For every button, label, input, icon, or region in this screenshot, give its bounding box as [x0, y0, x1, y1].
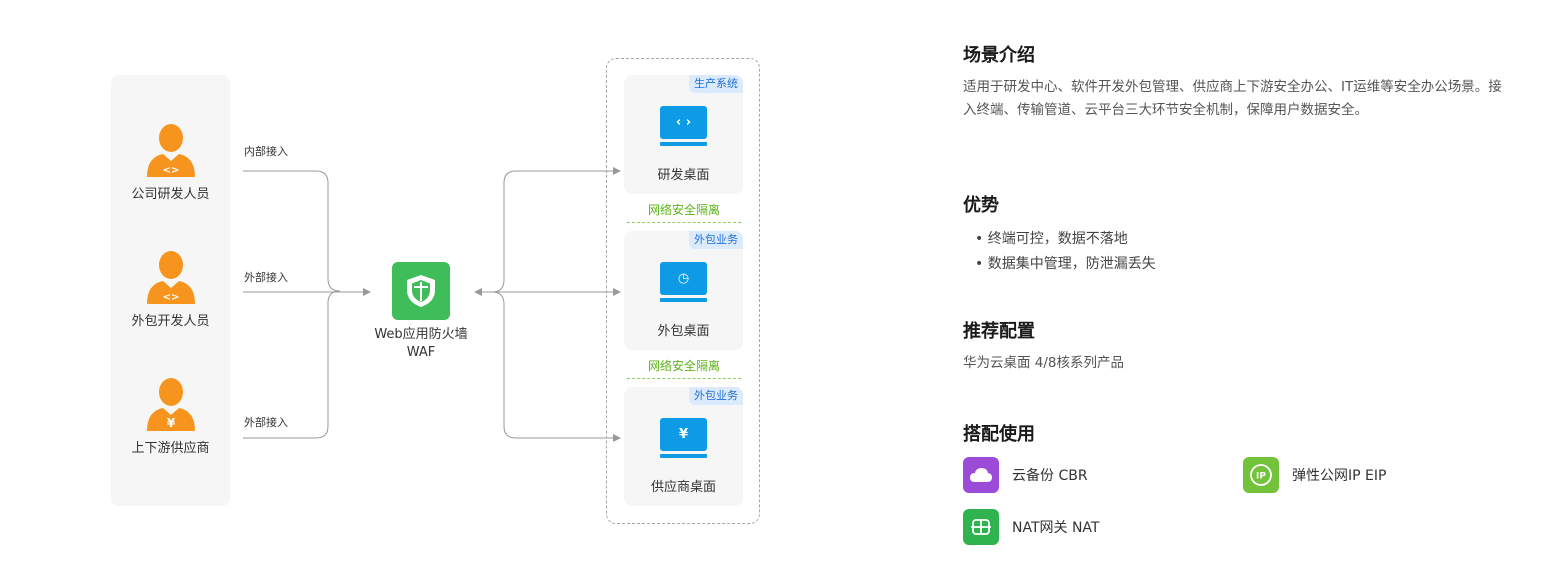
- desktop-label: 外包桌面: [657, 324, 710, 339]
- user-company-developer: <> 公司研发人员: [111, 123, 230, 202]
- access-label-external: 外部接入: [244, 416, 288, 429]
- connector-desk-dev: [491, 167, 621, 293]
- eip-icon: IP: [1243, 457, 1279, 493]
- waf-node: Web应用防火墙 WAF: [362, 262, 480, 362]
- connector-supplier: [243, 290, 341, 439]
- monitor-yen-icon: ¥: [660, 418, 707, 458]
- recommended-text: 华为云桌面 4/8核系列产品: [963, 355, 1125, 371]
- user-label: 公司研发人员: [131, 187, 210, 202]
- scenario-title: 场景介绍: [963, 45, 1035, 66]
- product-nat[interactable]: NAT网关 NAT: [963, 509, 1099, 545]
- desktop-label: 研发桌面: [657, 168, 710, 183]
- user-outsource-developer: <> 外包开发人员: [111, 250, 230, 329]
- svg-text:<>: <>: [162, 165, 179, 176]
- access-label-internal: 内部接入: [244, 145, 288, 158]
- desktop-outsource: 外包业务 ◷ 外包桌面: [624, 231, 743, 350]
- product-label: 弹性公网IP EIP: [1292, 468, 1387, 484]
- desktop-supplier: 外包业务 ¥ 供应商桌面: [624, 387, 743, 506]
- access-label-external: 外部接入: [244, 271, 288, 284]
- network-isolation-label: 网络安全隔离: [627, 201, 741, 223]
- desktop-label: 供应商桌面: [650, 480, 716, 495]
- nat-gateway-icon: [963, 509, 999, 545]
- svg-text:IP: IP: [1256, 472, 1266, 482]
- waf-subtitle: WAF: [406, 345, 436, 360]
- scenario-text: 适用于研发中心、软件开发外包管理、供应商上下游安全办公、IT运维等安全办公场景。…: [963, 79, 1502, 118]
- shield-icon: [392, 262, 450, 320]
- desktop-tag: 生产系统: [689, 75, 743, 93]
- user-label: 外包开发人员: [131, 314, 210, 329]
- connector-desk-supplier: [491, 291, 621, 442]
- advantage-item: • 终端可控，数据不落地: [975, 231, 1128, 247]
- advantage-item: • 数据集中管理，防泄漏丢失: [975, 256, 1156, 272]
- user-panel: <> 公司研发人员 <> 外包开发人员 ¥ 上下游供应商: [111, 75, 230, 506]
- monitor-code-icon: ‹ ›: [660, 106, 707, 146]
- developer-person-icon: <>: [146, 251, 195, 304]
- combo-title: 搭配使用: [963, 424, 1035, 445]
- recommended-title: 推荐配置: [963, 321, 1035, 342]
- user-label: 上下游供应商: [131, 441, 210, 456]
- desktop-rd: 生产系统 ‹ › 研发桌面: [624, 75, 743, 194]
- network-isolation-label: 网络安全隔离: [627, 357, 741, 379]
- desktop-tag: 外包业务: [689, 231, 743, 249]
- cloud-backup-icon: [963, 457, 999, 493]
- connector-dev: [243, 170, 341, 292]
- developer-person-icon: <>: [146, 124, 195, 177]
- advantages-title: 优势: [963, 195, 999, 216]
- product-cbr[interactable]: 云备份 CBR: [963, 457, 1088, 493]
- product-label: 云备份 CBR: [1012, 468, 1088, 484]
- product-eip[interactable]: IP 弹性公网IP EIP: [1243, 457, 1386, 493]
- product-label: NAT网关 NAT: [1012, 520, 1100, 536]
- waf-title: Web应用防火墙: [374, 327, 468, 342]
- supplier-person-icon: ¥: [146, 378, 195, 431]
- svg-text:¥: ¥: [166, 416, 175, 430]
- svg-text:<>: <>: [162, 292, 179, 303]
- user-supplier: ¥ 上下游供应商: [111, 377, 230, 456]
- desktop-tag: 外包业务: [689, 387, 743, 405]
- monitor-clock-icon: ◷: [660, 262, 707, 302]
- desktop-zone: [606, 58, 760, 524]
